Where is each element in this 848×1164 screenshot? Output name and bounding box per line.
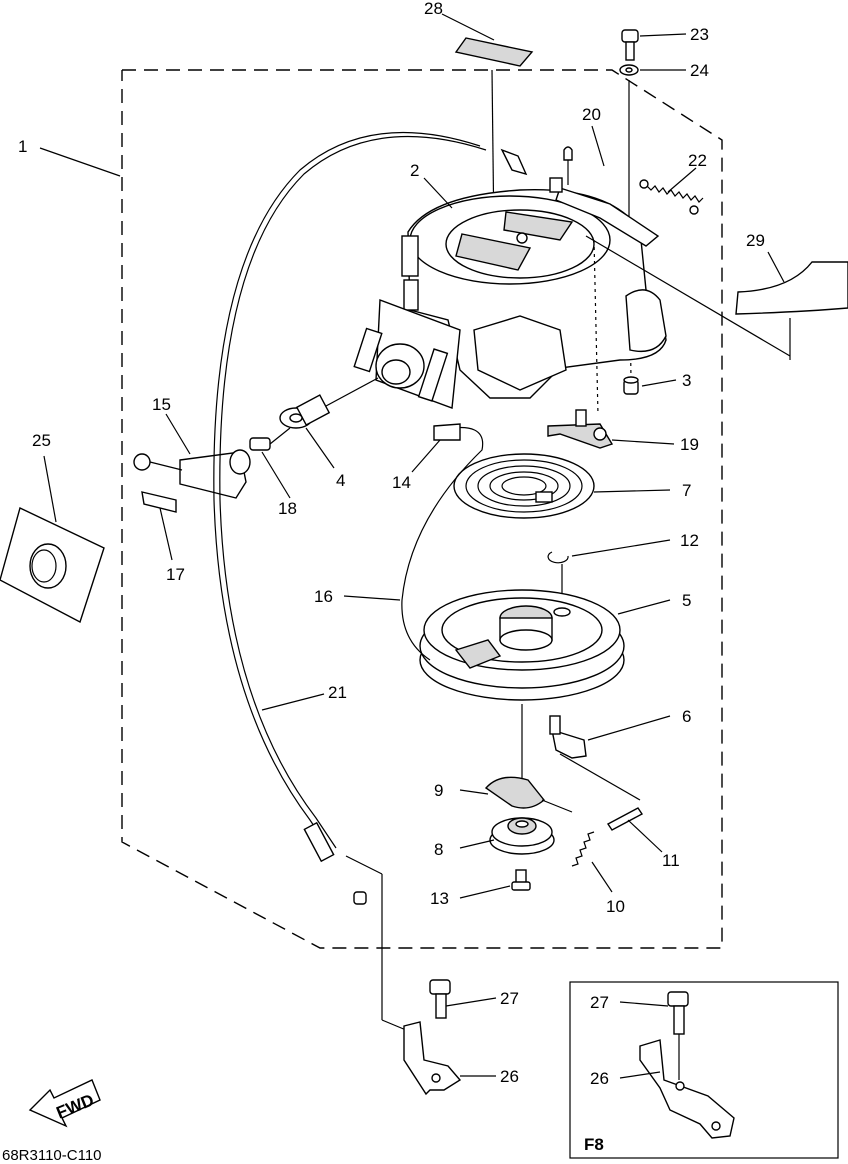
callout-labels: 1 2 3 4 5 6 7 8 9 10 11 12 13 14 15 16 1… [18,0,765,1088]
callout-17: 17 [166,565,185,584]
callout-12: 12 [680,531,699,550]
inset-label: F8 [584,1135,604,1154]
leader-lines [39,13,785,1079]
diagram-code: 68R3110-C110 [2,1147,102,1164]
callout-3: 3 [682,371,691,390]
inset-part-26-bracket [639,1039,735,1139]
part-16-cable [401,426,484,661]
callout-9: 9 [434,781,443,800]
inset-part-27-bolt [667,991,689,1035]
callout-23: 23 [690,25,709,44]
callout-16: 16 [314,587,333,606]
part-5-sheave-drum [419,589,625,701]
part-12-circlip [547,551,569,564]
part-27-bolt [429,979,451,1019]
part-18-cable-end [249,427,291,451]
callout-6: 6 [682,707,691,726]
callout-4: 4 [336,471,345,490]
part-15-throttle-fitting [133,449,251,499]
part-17-clip [141,491,177,513]
part-8-drive-plate [489,817,555,855]
part-23-bolt [621,29,639,61]
callout-19: 19 [680,435,699,454]
part-2-starter-housing [353,177,667,409]
callout-1: 1 [18,137,27,156]
part-3-collar [623,376,639,395]
part-29-sticker [735,261,848,315]
part-22-spring [639,179,704,215]
inset-f8-frame [569,981,839,1159]
fwd-arrow-icon [28,1079,101,1128]
callout-11: 11 [662,851,680,870]
callout-5: 5 [682,591,691,610]
part-20-clip [563,146,573,161]
assembly-boundary [121,69,723,949]
callout-18: 18 [278,499,297,518]
callout-25: 25 [32,431,51,450]
callout-10: 10 [606,897,625,916]
part-11-return-spring [606,807,644,831]
callout-28: 28 [424,0,443,18]
inset-callout-26: 26 [590,1069,609,1088]
part-9-friction-plate [484,776,545,809]
callout-13: 13 [430,889,449,908]
inset-callout-27: 27 [590,993,609,1012]
part-13-bolt [511,869,531,891]
part-28-label [454,37,534,67]
callout-22: 22 [688,151,707,170]
callout-8: 8 [434,840,443,859]
callout-21: 21 [328,683,347,702]
callout-20: 20 [582,105,601,124]
part-26-bracket [403,1021,462,1096]
callout-24: 24 [690,61,709,80]
callout-26: 26 [500,1067,519,1086]
callout-14: 14 [392,473,411,492]
callout-15: 15 [152,395,171,414]
part-21-cable-end [303,821,367,905]
part-4-grommet [279,394,331,429]
part-10-spring [571,831,595,867]
part-7-recoil-spring [453,453,595,519]
part-6-pawl [551,728,587,759]
callout-2: 2 [410,161,419,180]
part-25-grommet-plate [0,507,105,624]
callout-27: 27 [500,989,519,1008]
part-21-cable [213,131,481,851]
callout-7: 7 [682,481,691,500]
callout-29: 29 [746,231,765,250]
